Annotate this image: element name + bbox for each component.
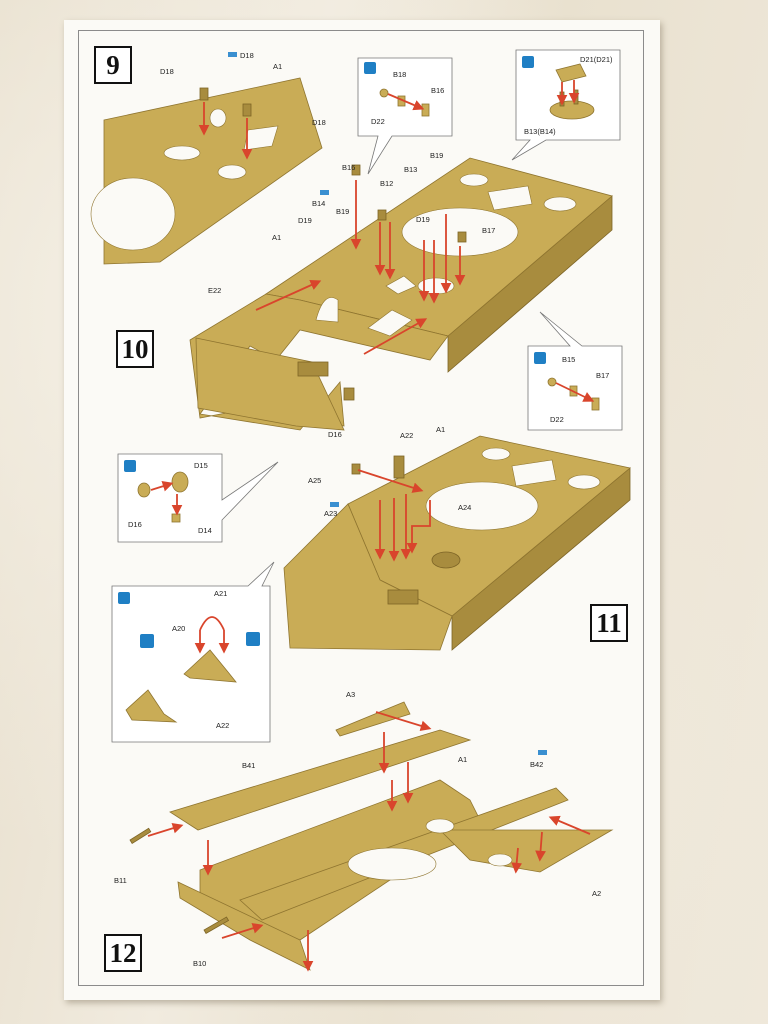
callout-d15: D15 D16 D14 xyxy=(117,453,279,543)
part-label: B10 xyxy=(193,959,206,968)
step11-hull xyxy=(283,435,631,651)
option-icon xyxy=(246,632,260,646)
part-label: D19 xyxy=(298,216,312,225)
part-label: E22 xyxy=(208,286,221,295)
part-label: A1 xyxy=(273,62,282,71)
step10-labels: B16 B19 B12 B13 B14 B19 D19 D19 B17 A1 E… xyxy=(208,151,495,439)
sprue-ref-icon xyxy=(228,52,237,57)
part-label: A2 xyxy=(592,889,601,898)
part-label: B41 xyxy=(242,761,255,770)
callout-d21: D21(D21) B13(B14) xyxy=(511,49,621,161)
step12-labels: A3 B41 A1 B42 B11 B10 A2 xyxy=(114,690,601,968)
part-label: B19 xyxy=(336,207,349,216)
callout-a21: A21 A20 A22 xyxy=(111,561,275,743)
part-label: B15 xyxy=(562,355,575,364)
part-label: B16 xyxy=(431,86,444,95)
part-label: D14 xyxy=(198,526,212,535)
part-label: B18 xyxy=(393,70,406,79)
step9-hull-plate xyxy=(90,77,323,265)
part-label: A3 xyxy=(346,690,355,699)
part-label: B11 xyxy=(114,876,127,885)
part-label: B13 xyxy=(404,165,417,174)
part-label: A1 xyxy=(272,233,281,242)
part-label: B14 xyxy=(312,199,325,208)
detail-icon xyxy=(140,634,154,648)
callout-b15: B15 B17 D22 xyxy=(527,311,623,431)
glue-icon xyxy=(364,62,376,74)
part-label: B17 xyxy=(482,226,495,235)
sprue-ref-icon xyxy=(330,502,339,507)
step10-hull xyxy=(189,157,613,431)
part-label: A25 xyxy=(308,476,321,485)
part-label: B42 xyxy=(530,760,543,769)
part-label: D21(D21) xyxy=(580,55,613,64)
step-number-10: 10 xyxy=(116,330,154,368)
part-label: A22 xyxy=(216,721,229,730)
part-label: A20 xyxy=(172,624,185,633)
callout-b18: B18 B16 D22 xyxy=(357,57,453,175)
sheet-border xyxy=(78,30,644,986)
part-label: D19 xyxy=(416,215,430,224)
part-label: A1 xyxy=(436,425,445,434)
part-label: D18 xyxy=(160,67,174,76)
step-number-11: 11 xyxy=(590,604,628,642)
step12-assembly xyxy=(129,701,614,972)
part-label: B17 xyxy=(596,371,609,380)
part-label: D22 xyxy=(371,117,385,126)
glue-icon xyxy=(522,56,534,68)
part-label: B12 xyxy=(380,179,393,188)
sprue-ref-icon xyxy=(320,190,329,195)
glue-icon xyxy=(118,592,130,604)
part-label: B13(B14) xyxy=(524,127,556,136)
step11-labels: A22 A1 A25 A24 A23 xyxy=(308,425,471,518)
part-label: B19 xyxy=(430,151,443,160)
glue-icon xyxy=(124,460,136,472)
part-label: A22 xyxy=(400,431,413,440)
sprue-ref-icon xyxy=(538,750,547,755)
part-label: D22 xyxy=(550,415,564,424)
part-label: D18 xyxy=(312,118,326,127)
part-label: D15 xyxy=(194,461,208,470)
part-label: B16 xyxy=(342,163,355,172)
part-label: A23 xyxy=(324,509,337,518)
step-number-9: 9 xyxy=(94,46,132,84)
part-label: A21 xyxy=(214,589,227,598)
part-label: A1 xyxy=(458,755,467,764)
part-label: D16 xyxy=(128,520,142,529)
step-number-12: 12 xyxy=(104,934,142,972)
step9-labels: D18 D18 A1 D18 xyxy=(160,51,326,127)
part-label: D16 xyxy=(328,430,342,439)
part-label: A24 xyxy=(458,503,471,512)
glue-icon xyxy=(534,352,546,364)
part-label: D18 xyxy=(240,51,254,60)
